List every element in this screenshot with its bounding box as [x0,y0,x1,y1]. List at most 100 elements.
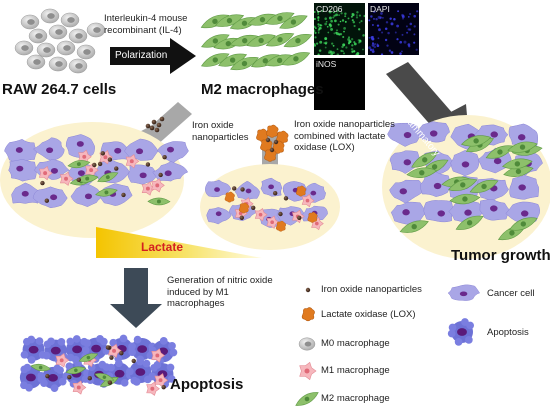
m2-macrophage [94,373,115,382]
apoptotic-cell [447,318,474,346]
iron-oxide-np [269,147,275,153]
dapi-label: DAPI [370,4,390,14]
legend-m0: M0 macrophage [321,338,390,349]
m1-nucleus [129,159,134,164]
fluorescence-dot [409,12,412,16]
m1-nucleus [145,186,150,191]
dapi-panel: DAPI [368,3,419,56]
cancer-nucleus [433,182,442,190]
fluorescence-dot [328,23,332,27]
lox-enzyme [301,307,315,322]
m0-nucleus [67,17,75,23]
m2-macrophage [250,54,280,68]
fluorescence-dot [351,50,354,53]
fluorescence-dot [396,38,399,41]
fluorescence-dot [331,42,334,45]
fluorescence-dot [362,34,365,37]
fluorescence-dot [313,11,316,13]
fluorescence-dot [336,48,339,50]
legend-cancer: Cancer cell [487,288,535,299]
m1-nucleus [315,221,319,226]
fluorescence-dot [318,49,322,52]
cancer-nucleus [139,172,147,179]
fluorescence-dot [314,36,317,39]
fluorescence-dot [382,17,384,19]
iron-oxide-np [131,358,136,364]
fluorescence-dot [341,45,344,49]
cancer-nucleus [459,291,468,297]
fluorescence-dot [325,20,328,23]
fluorescence-dot [336,29,338,32]
m2-macrophage [265,12,295,25]
m1-nucleus [43,171,48,176]
fluorescence-dot [362,48,364,51]
iron-oxide-np [97,161,103,167]
fluorescence-dot [386,44,389,47]
lox-enzyme [260,138,273,152]
m2-macrophage [246,34,276,47]
cd206-label: CD206 [316,4,343,14]
iron-oxide-np [107,380,113,385]
fluorescence-dot [387,31,390,35]
fluorescence-dot [321,9,324,13]
m1-nucleus [103,155,108,160]
m1-nucleus [150,386,155,391]
m2-macrophage [508,217,538,231]
fluorescence-dot [336,9,339,13]
fluorescence-dot [319,40,323,44]
cancer-nucleus [464,209,472,216]
iron-oxide-np [305,287,311,293]
m2-macrophage [460,135,492,147]
fluorescence-dot [406,31,409,34]
iron-oxide-np [100,151,105,156]
m0-nucleus [55,61,63,67]
m0-nucleus [63,45,71,51]
fluorescence-dot [399,52,402,55]
tumor-center [200,164,340,250]
fluorescence-dot [344,12,347,16]
fluorescence-dot [377,37,380,40]
m2-macrophages-label: M2 macrophages [201,81,324,98]
fluorescence-dot [317,10,320,14]
cancer-nucleus [461,161,470,168]
fluorescence-dot [313,17,316,21]
fluorescence-dot [368,36,371,39]
cancer-nucleus [518,184,526,191]
apoptotic-cell [126,357,152,386]
fluorescence-dot [330,19,333,23]
fluorescence-dot [389,17,392,20]
fluorescence-dot [314,27,317,30]
lox-enzyme [238,202,250,214]
m2-cluster [200,12,313,71]
m1-nucleus [270,220,274,225]
iron-oxide-np [251,205,256,211]
fluorescence-dot [317,16,320,19]
fluorescence-dot [342,50,344,53]
fluorescence-dot [413,33,416,36]
legend-symbols [295,284,481,406]
fluorescence-dot [313,25,316,29]
iron-oxide-np [283,196,289,201]
lox-enzyme [266,124,279,138]
fluorescence-dot [328,10,332,14]
fluorescence-dot [334,19,337,23]
fluorescence-dot [370,15,373,18]
m0-nucleus [27,19,35,25]
cancer-nucleus [114,147,122,154]
fluorescence-dot [407,16,410,18]
iron-oxide-np [92,162,97,168]
fluorescence-dot [348,42,350,45]
legend-iron-np: Iron oxide nanoparticles [321,284,422,295]
polarization-label: Polarization [115,50,168,61]
fluorescence-dot [351,44,354,47]
fluorescence-dot [369,48,373,52]
fluorescence-dot [337,23,340,26]
fluorescence-dot [324,17,327,20]
m1-nucleus [155,353,160,358]
lox-enzyme [264,148,277,162]
cancer-nucleus [403,131,412,139]
fluorescence-dot [351,13,355,17]
m0-nucleus [21,45,29,51]
fluorescence-dot [336,32,339,36]
